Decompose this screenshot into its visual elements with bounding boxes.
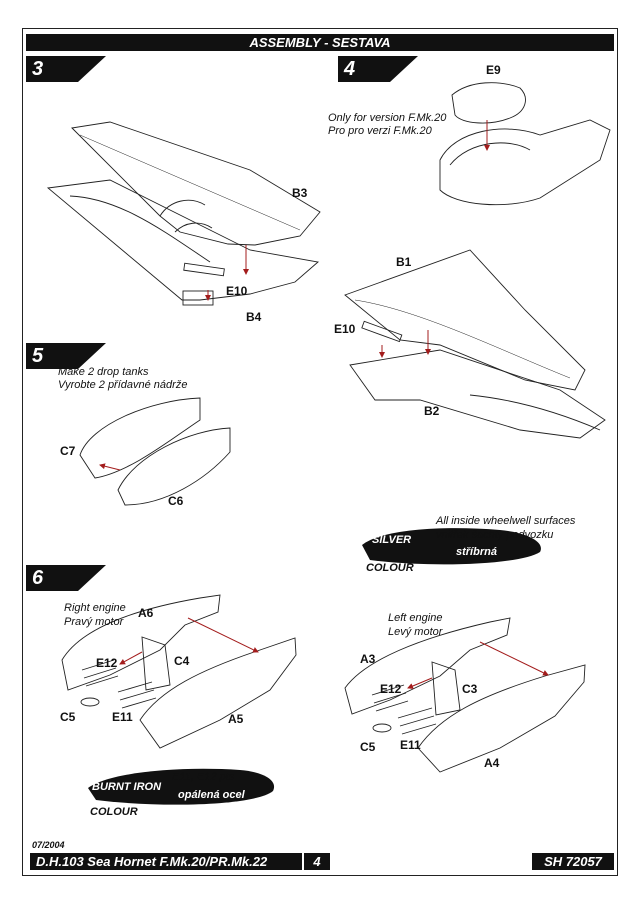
left-engine-en: Left engine	[388, 612, 443, 624]
step-3-badge: 3	[26, 56, 106, 82]
note-tanks-cz: Vyrobte 2 přídavné nádrže	[58, 379, 188, 391]
left-engine-cz: Levý motor	[388, 626, 443, 638]
silver-note-cz: vnitřek šachty podvozku	[436, 529, 554, 541]
label-e11-right: E11	[112, 710, 133, 724]
silver-note-en: All inside wheelwell surfaces	[436, 515, 576, 527]
label-c5-right: C5	[60, 710, 76, 724]
silver-note-cz2: stříbrná	[456, 546, 497, 558]
kit-name: D.H.103 Sea Hornet F.Mk.20/PR.Mk.22	[30, 853, 302, 870]
silver-swatch	[362, 528, 541, 565]
nacelle-a4	[417, 664, 586, 773]
drop-tank-c6	[117, 427, 231, 506]
step-6-badge: 6	[26, 565, 106, 591]
right-engine-en: Right engine	[64, 602, 126, 614]
label-a5: A5	[228, 712, 244, 726]
drop-tank-c7	[79, 397, 201, 479]
kit-code: SH 72057	[532, 853, 614, 870]
exhausts-e11-left	[397, 707, 437, 735]
nose-section	[439, 119, 611, 206]
label-a6: A6	[138, 606, 154, 620]
wing-lower-b2	[349, 349, 606, 439]
spinner-c5-left	[372, 723, 392, 733]
label-e10-step4: E10	[334, 322, 356, 336]
page-title: ASSEMBLY - SESTAVA	[26, 34, 614, 51]
label-c3: C3	[462, 682, 478, 696]
right-engine-cz: Pravý motor	[64, 616, 124, 628]
burnt-iron-note-cz: opálená ocel	[178, 789, 245, 801]
wing-upper-b1	[344, 249, 586, 391]
label-a4: A4	[484, 756, 500, 770]
canopy-e9	[451, 82, 526, 124]
label-c7: C7	[60, 444, 76, 458]
burnt-iron-colour-word: COLOUR	[90, 806, 138, 818]
wing-lower-b4	[46, 179, 320, 301]
exhausts-e12	[81, 659, 119, 687]
part-e10-step3	[183, 262, 225, 277]
label-c5-left: C5	[360, 740, 376, 754]
label-e12-right: E12	[96, 656, 118, 670]
label-b4: B4	[246, 310, 262, 324]
part-c3	[431, 661, 461, 716]
burnt-iron-label: BURNT IRON	[92, 781, 162, 793]
label-a3: A3	[360, 652, 376, 666]
label-e11-left: E11	[400, 738, 421, 752]
page-number: 4	[304, 853, 330, 870]
label-e9: E9	[486, 63, 501, 77]
burnt-iron-swatch	[88, 768, 275, 805]
label-e10: E10	[226, 284, 248, 298]
exhausts-e12-left	[371, 684, 409, 712]
label-b1: B1	[396, 255, 412, 269]
page-frame	[22, 28, 618, 876]
note-version-cz: Pro pro verzi F.Mk.20	[328, 125, 432, 137]
step-5-badge: 5	[26, 343, 106, 369]
label-b2: B2	[424, 404, 440, 418]
part-c4	[141, 636, 171, 691]
label-c4: C4	[174, 654, 190, 668]
nacelle-a6	[61, 594, 221, 691]
nacelle-a3	[344, 617, 511, 715]
wing-upper-b3	[71, 121, 321, 246]
silver-colour-word: COLOUR	[366, 562, 414, 574]
label-c6: C6	[168, 494, 184, 508]
print-date: 07/2004	[32, 840, 65, 850]
burnt-iron-note-en: E11, E12 pts	[172, 771, 235, 783]
label-e12-left: E12	[380, 682, 402, 696]
label-b3: B3	[292, 186, 308, 200]
exhausts-e11	[117, 681, 157, 709]
nacelle-a5	[139, 637, 297, 749]
note-tanks-en: Make 2 drop tanks	[58, 366, 149, 378]
silver-label: SILVER	[372, 534, 412, 546]
step-4-badge: 4	[338, 56, 418, 82]
note-version-en: Only for version F.Mk.20	[328, 112, 447, 124]
spinner-c5	[80, 697, 100, 707]
part-e10-step4	[361, 320, 403, 343]
